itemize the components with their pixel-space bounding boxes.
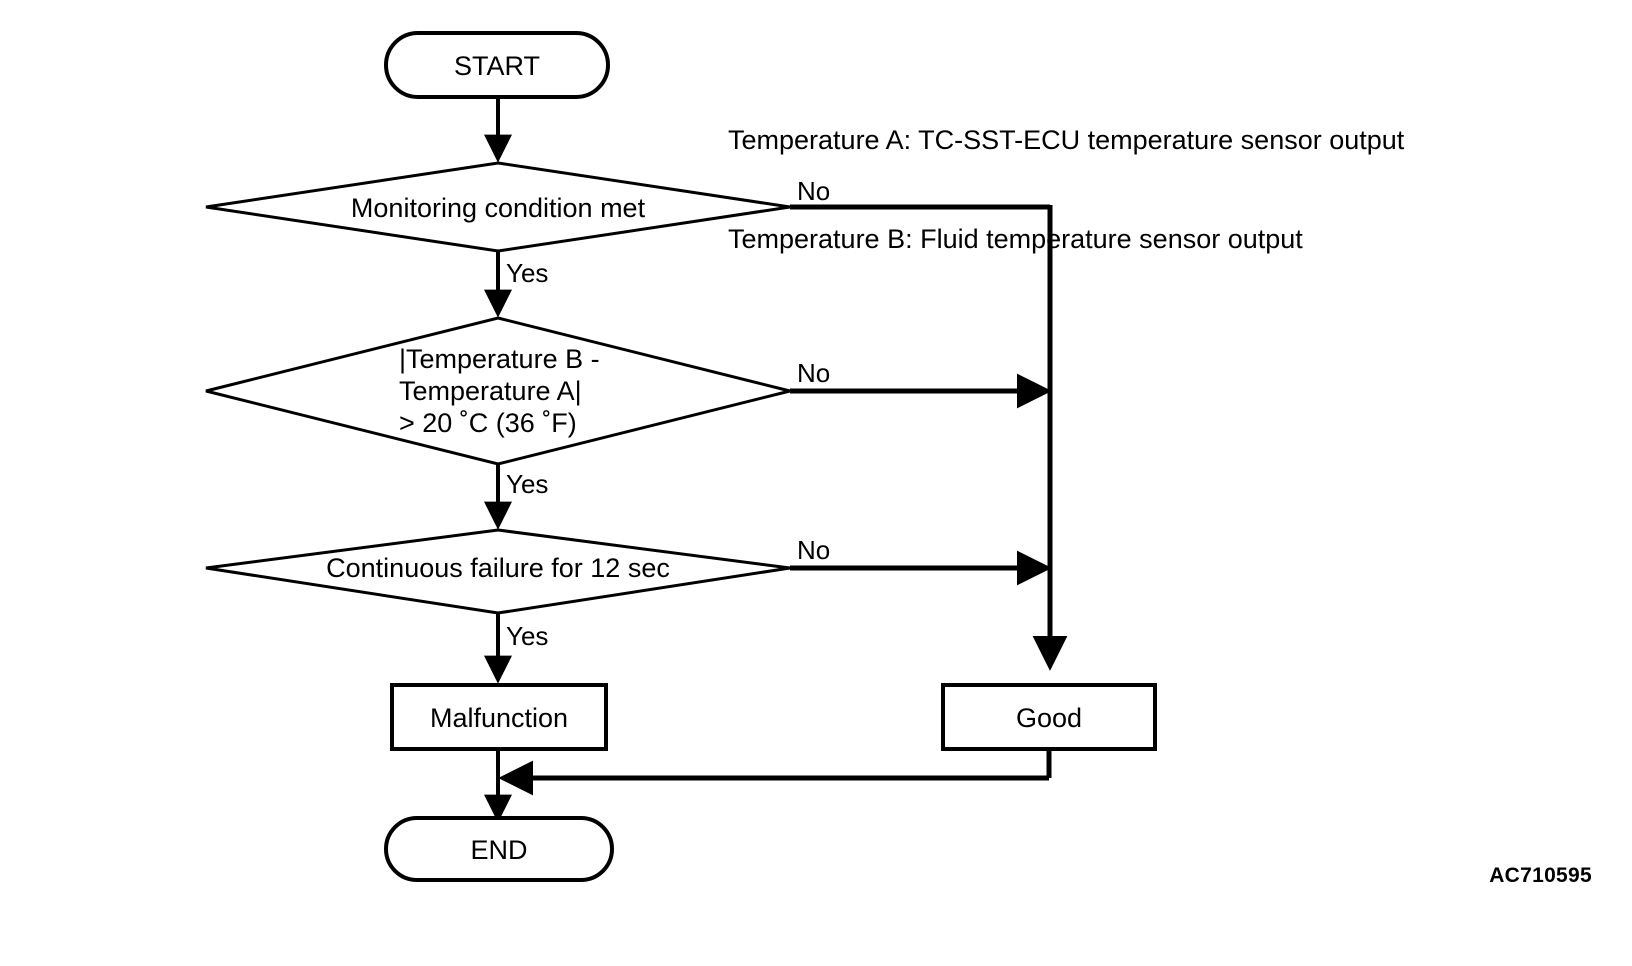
legend-line-temperature-b: Temperature B: Fluid temperature sensor … — [728, 224, 1303, 254]
legend-line-temperature-a: Temperature A: TC-SST-ECU temperature se… — [728, 125, 1405, 155]
edge-label-decision1-no: No — [797, 176, 831, 206]
node-decision2-label-line1: |Temperature B - — [399, 344, 600, 374]
node-good-shape — [941, 683, 1157, 751]
edge-label-decision2-yes: Yes — [506, 469, 549, 499]
node-good-label: Good — [1015, 703, 1083, 733]
node-malfunction-shape — [390, 683, 608, 751]
edge-label-decision3-no: No — [797, 535, 831, 565]
node-malfunction-label: Malfunction — [429, 703, 569, 733]
node-end-label: END — [470, 835, 528, 865]
node-start-label: START — [453, 51, 540, 81]
edge-label-decision1-yes: Yes — [506, 258, 549, 288]
edge-label-decision2-no: No — [797, 358, 831, 388]
legend: Temperature A: TC-SST-ECU temperature se… — [728, 58, 1404, 289]
edge-label-decision3-yes: Yes — [506, 621, 549, 651]
node-decision1-label: Monitoring condition met — [350, 193, 646, 223]
node-end-shape — [384, 816, 614, 882]
node-decision3-label: Continuous failure for 12 sec — [326, 553, 670, 583]
node-decision2-label-line3: > 20 ˚C (36 ˚F) — [399, 408, 577, 438]
node-decision2-label: |Temperature B - Temperature A| > 20 ˚C … — [399, 343, 729, 439]
reference-code: AC710595 — [1489, 864, 1592, 887]
node-decision2-label-line2: Temperature A| — [399, 376, 582, 406]
